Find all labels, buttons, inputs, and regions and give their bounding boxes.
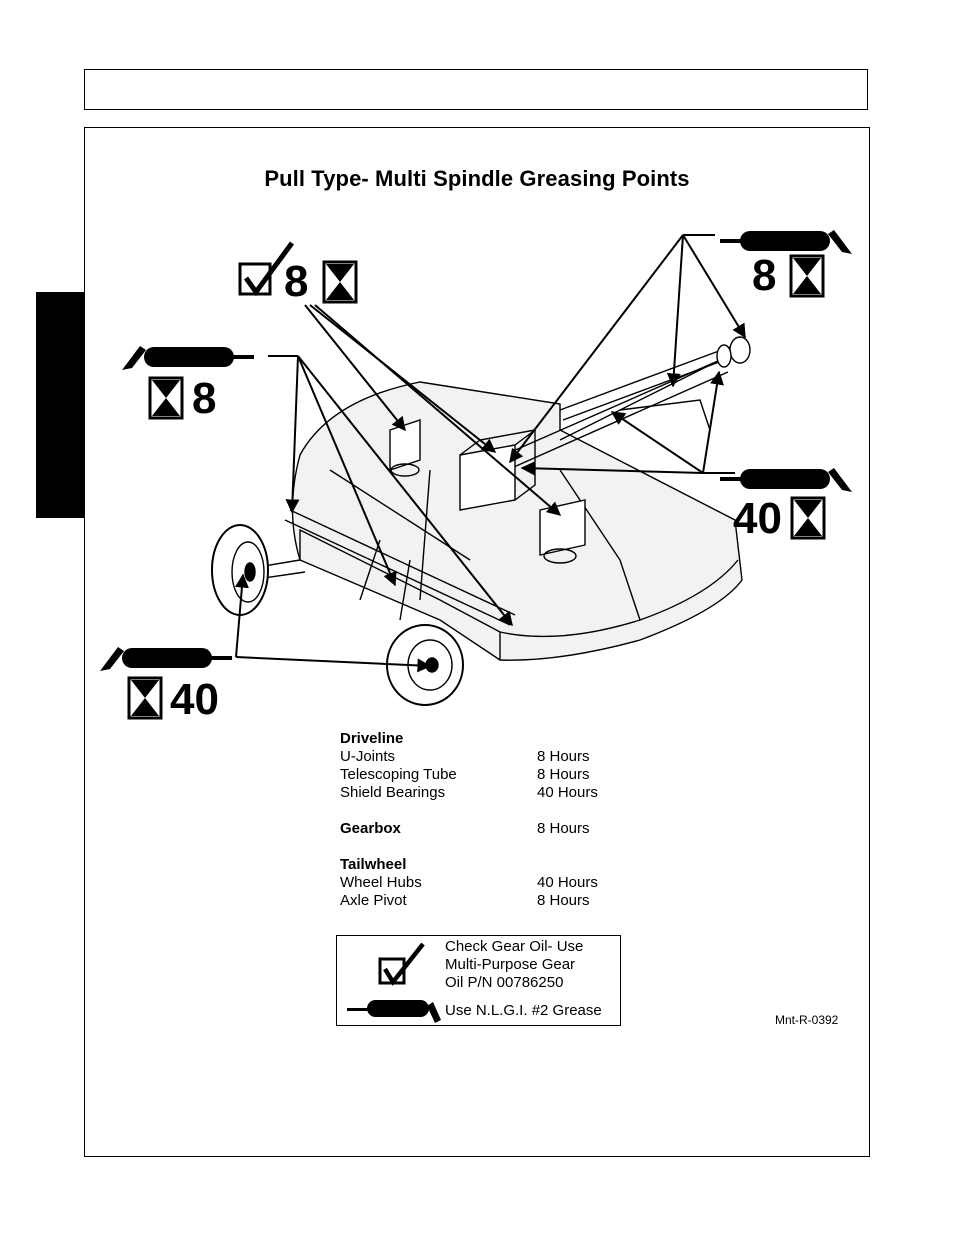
schedule-row: Telescoping Tube 8 Hours	[340, 766, 598, 784]
schedule-row: U-Joints 8 Hours	[340, 748, 598, 766]
grease-gun-icon	[720, 468, 852, 492]
legend-line: Check Gear Oil- Use	[445, 938, 583, 956]
greasing-schedule: Driveline U-Joints 8 Hours Telescoping T…	[340, 730, 598, 910]
hourglass-icon	[792, 498, 824, 538]
schedule-item-value: 8 Hours	[537, 748, 590, 766]
wheel-hubs-callout: 40	[100, 647, 232, 724]
legend-line: Oil P/N 00786250	[445, 974, 583, 992]
schedule-row: Shield Bearings 40 Hours	[340, 784, 598, 802]
grease-gun-icon	[720, 230, 852, 254]
gearbox-callout: 8	[240, 243, 356, 306]
schedule-item-label: Shield Bearings	[340, 784, 537, 802]
schedule-item-value: 8 Hours	[537, 892, 590, 910]
schedule-item-value: 8 Hours	[537, 766, 590, 784]
schedule-group-title: Driveline	[340, 730, 403, 748]
grease-gun-icon	[122, 346, 254, 370]
hourglass-icon	[324, 262, 356, 302]
legend-box: Check Gear Oil- Use Multi-Purpose Gear O…	[336, 935, 621, 1026]
schedule-item-value: 40 Hours	[537, 784, 598, 802]
mower-illustration	[212, 337, 750, 705]
driveline-callout: 8	[720, 230, 852, 300]
axle-pivot-interval-label: 8	[192, 374, 216, 423]
schedule-item-value: 8 Hours	[537, 820, 590, 838]
shield-bearings-callout: 40	[720, 468, 852, 543]
legend-line: Multi-Purpose Gear	[445, 956, 583, 974]
schedule-item-value: 40 Hours	[537, 874, 598, 892]
legend-grease-text: Use N.L.G.I. #2 Grease	[445, 1002, 602, 1020]
gearbox-interval-label: 8	[284, 257, 308, 306]
legend-check-text: Check Gear Oil- Use Multi-Purpose Gear O…	[445, 938, 583, 992]
hourglass-icon	[129, 678, 161, 718]
driveline-interval-label: 8	[752, 251, 776, 300]
hourglass-icon	[791, 256, 823, 296]
grease-gun-icon	[347, 1000, 441, 1023]
schedule-row: Gearbox 8 Hours	[340, 820, 598, 838]
checkbox-icon	[380, 944, 423, 983]
wheel-hubs-interval-label: 40	[170, 675, 219, 724]
schedule-item-label: Telescoping Tube	[340, 766, 537, 784]
schedule-group-title: Tailwheel	[340, 856, 406, 874]
schedule-row: Wheel Hubs 40 Hours	[340, 874, 598, 892]
hourglass-icon	[150, 378, 182, 418]
schedule-item-label: Wheel Hubs	[340, 874, 537, 892]
schedule-group-title: Gearbox	[340, 820, 537, 838]
shield-bearings-interval-label: 40	[733, 494, 782, 543]
grease-gun-icon	[100, 647, 232, 671]
schedule-row: Axle Pivot 8 Hours	[340, 892, 598, 910]
reference-code: Mnt-R-0392	[775, 1013, 838, 1027]
schedule-item-label: U-Joints	[340, 748, 537, 766]
schedule-item-label: Axle Pivot	[340, 892, 537, 910]
axle-pivot-callout: 8	[122, 346, 254, 423]
